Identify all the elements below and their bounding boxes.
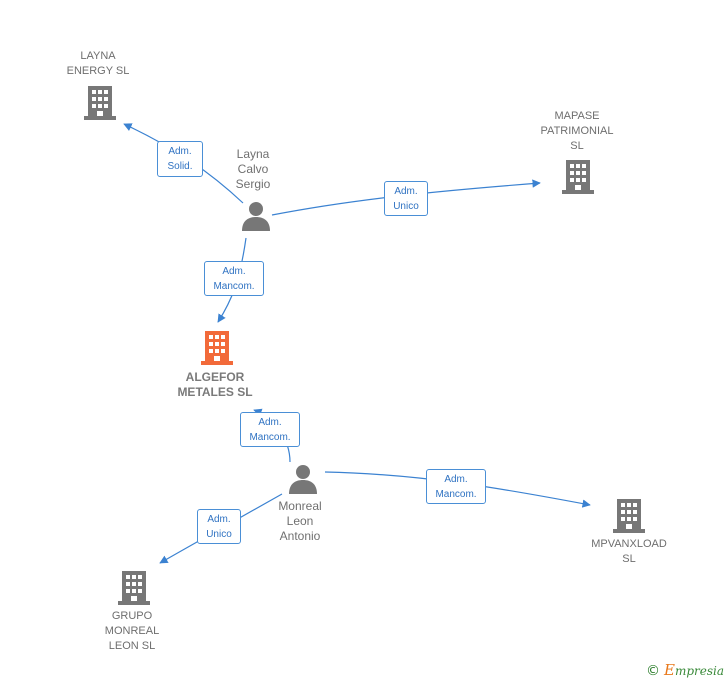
node-label-layna-calvo: Layna Calvo Sergio [235, 147, 271, 191]
brand-name: mpresia [674, 664, 724, 678]
relation-label-adm-solid[interactable]: Adm. Solid. [157, 141, 203, 177]
brand-watermark: ©Empresia [646, 661, 724, 679]
node-label-grupo-monreal: GRUPO MONREAL LEON SL [104, 610, 160, 652]
node-label-mapase: MAPASE PATRIMONIAL SL [540, 110, 614, 152]
building-icon[interactable] [118, 569, 150, 605]
relation-label-adm-mancom[interactable]: Adm. Mancom. [204, 261, 264, 296]
node-label-mpvanxload: MPVANXLOAD SL [591, 538, 667, 565]
relation-label-adm-mancom[interactable]: Adm. Mancom. [426, 469, 486, 504]
copyright-symbol: © [645, 663, 660, 679]
building-icon[interactable] [201, 329, 233, 365]
person-icon[interactable] [240, 200, 272, 232]
node-label-monreal: Monreal Leon Antonio [278, 499, 322, 543]
building-icon[interactable] [613, 497, 645, 533]
relation-label-adm-unico[interactable]: Adm. Unico [384, 181, 428, 216]
relation-label-adm-unico[interactable]: Adm. Unico [197, 509, 241, 544]
node-label-algefor: ALGEFOR METALES SL [177, 370, 253, 399]
brand-initial: E [663, 661, 675, 679]
building-icon[interactable] [562, 158, 594, 194]
building-icon[interactable] [84, 84, 116, 120]
relation-label-adm-mancom[interactable]: Adm. Mancom. [240, 412, 300, 447]
person-icon[interactable] [287, 463, 319, 495]
node-label-layna-energy: LAYNA ENERGY SL [66, 50, 130, 77]
